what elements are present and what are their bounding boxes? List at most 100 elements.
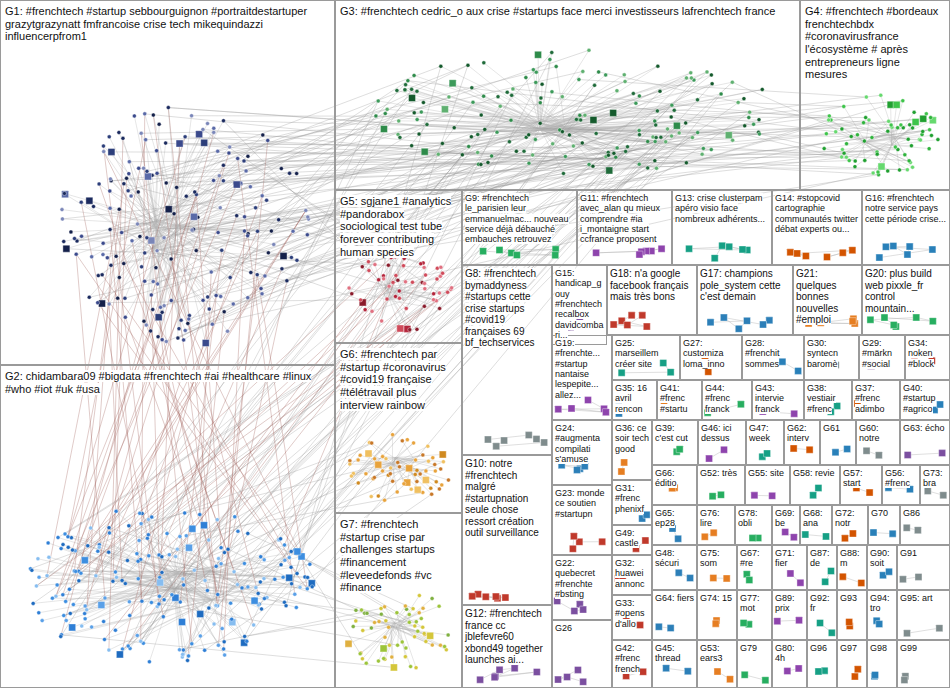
network-vertex	[606, 167, 613, 174]
network-vertex	[102, 150, 106, 154]
network-link	[87, 265, 111, 609]
network-vertex	[875, 152, 879, 156]
network-vertex	[354, 608, 358, 612]
network-vertex	[425, 123, 429, 127]
network-vertex	[476, 133, 480, 137]
network-vertex	[295, 571, 299, 575]
network-vertex	[262, 577, 266, 581]
network-vertex	[889, 123, 893, 127]
network-vertex	[410, 144, 414, 148]
network-vertex	[201, 127, 205, 131]
network-vertex	[349, 474, 353, 478]
network-vertex	[710, 82, 714, 86]
network-vertex	[684, 76, 688, 80]
network-link	[286, 66, 441, 605]
network-vertex	[426, 459, 430, 463]
network-vertex	[151, 307, 155, 311]
network-vertex	[306, 575, 310, 579]
network-vertex	[827, 118, 831, 122]
network-vertex	[216, 593, 220, 597]
network-vertex	[175, 547, 179, 551]
network-link	[395, 623, 446, 650]
network-link	[374, 457, 395, 477]
network-vertex	[689, 71, 693, 75]
network-vertex	[864, 116, 868, 120]
network-vertex	[145, 236, 149, 240]
network-vertex	[96, 301, 100, 305]
network-vertex	[217, 557, 221, 561]
network-vertex	[227, 151, 231, 155]
network-vertex	[654, 136, 658, 140]
network-link	[824, 142, 866, 148]
network-vertex	[422, 304, 426, 308]
network-vertex	[370, 441, 374, 445]
network-vertex	[207, 606, 211, 610]
network-vertex	[507, 140, 511, 144]
network-vertex	[279, 167, 283, 171]
network-vertex	[383, 498, 387, 502]
network-vertex	[288, 171, 292, 175]
network-vertex	[522, 149, 526, 153]
network-vertex	[89, 526, 93, 530]
network-vertex	[146, 533, 150, 537]
network-vertex	[113, 628, 117, 632]
network-vertex	[406, 465, 413, 472]
network-vertex	[896, 126, 900, 130]
network-vertex	[539, 96, 543, 100]
network-vertex	[748, 110, 752, 114]
network-link	[61, 600, 213, 637]
network-vertex	[870, 136, 874, 140]
network-vertex	[580, 141, 584, 145]
network-vertex	[240, 586, 244, 590]
network-vertex	[256, 229, 260, 233]
network-link	[371, 459, 414, 496]
network-vertex	[69, 230, 73, 234]
network-vertex	[571, 144, 575, 148]
network-vertex	[177, 648, 181, 652]
network-link	[177, 125, 427, 188]
network-vertex	[666, 127, 670, 131]
network-vertex	[929, 133, 933, 137]
network-vertex	[862, 139, 866, 143]
network-vertex	[143, 112, 147, 116]
network-vertex	[222, 551, 226, 555]
network-vertex	[417, 132, 421, 136]
network-vertex	[886, 129, 890, 133]
network-vertex	[383, 112, 387, 116]
network-vertex	[483, 127, 487, 131]
network-vertex	[262, 597, 266, 601]
network-vertex	[30, 568, 34, 572]
network-vertex	[151, 113, 155, 117]
network-vertex	[108, 206, 112, 210]
network-link	[194, 78, 686, 570]
network-vertex	[105, 256, 109, 260]
network-vertex	[145, 169, 149, 173]
network-vertex	[156, 335, 160, 339]
network-vertex	[395, 88, 399, 92]
network-vertex	[414, 486, 421, 493]
network-vertex	[583, 113, 587, 117]
network-vertex	[408, 328, 412, 332]
network-vertex	[280, 267, 284, 271]
network-vertex	[236, 529, 240, 533]
network-vertex	[347, 286, 351, 290]
network-vertex	[100, 273, 104, 277]
network-vertex	[184, 534, 188, 538]
network-link	[109, 138, 123, 650]
network-vertex	[178, 535, 182, 539]
network-vertex	[479, 163, 483, 167]
network-vertex	[137, 166, 141, 170]
network-vertex	[221, 119, 225, 123]
network-vertex	[673, 122, 680, 129]
network-link	[390, 627, 392, 657]
network-vertex	[108, 227, 112, 231]
network-vertex	[207, 307, 211, 311]
network-vertex	[533, 137, 537, 141]
network-vertex	[203, 578, 207, 582]
network-vertex	[550, 50, 554, 54]
network-vertex	[414, 666, 418, 670]
network-vertex	[261, 133, 265, 137]
network-vertex	[495, 130, 499, 134]
network-vertex	[214, 603, 218, 607]
network-vertex	[659, 135, 663, 139]
